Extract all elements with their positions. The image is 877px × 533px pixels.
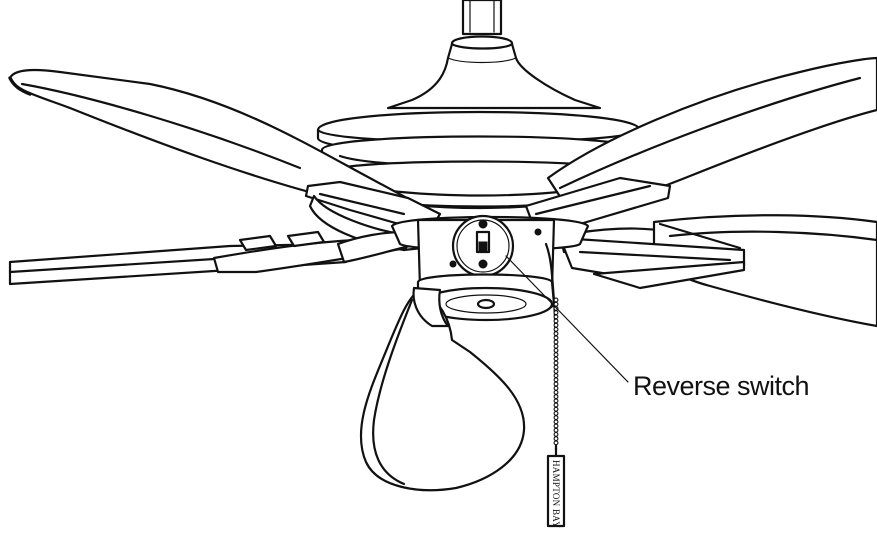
- chain-bead: [553, 427, 559, 433]
- reverse-switch: [475, 230, 491, 254]
- downrod: [461, 0, 503, 36]
- chain-bead: [553, 368, 559, 374]
- chain-bead: [553, 419, 559, 425]
- chain-bead: [553, 318, 559, 324]
- motor-housing-top: [386, 35, 602, 110]
- chain-bead: [553, 398, 559, 404]
- chain-bead: [553, 297, 559, 303]
- chain-bead: [553, 415, 559, 421]
- chain-bead: [553, 364, 559, 370]
- light-kit-cap: [416, 273, 556, 332]
- chain-bead: [553, 314, 559, 320]
- blade-iron-right: [558, 236, 746, 290]
- blade-iron-front: [412, 286, 450, 328]
- pull-chain-fob: HAMPTON BAY: [546, 446, 566, 528]
- chain-bead: [553, 343, 559, 349]
- chain-bead: [553, 339, 559, 345]
- chain-bead: [553, 431, 559, 437]
- fan-blade-front: [359, 288, 526, 492]
- chain-bead: [553, 377, 559, 383]
- pull-chain-beads: [553, 297, 559, 446]
- callout-leader-line: [505, 255, 629, 383]
- blade-iron-left: [212, 230, 412, 274]
- chain-bead: [553, 402, 559, 408]
- chain-bead: [553, 389, 559, 395]
- chain-bead: [553, 406, 559, 412]
- chain-bead: [553, 381, 559, 387]
- chain-bead: [553, 436, 559, 442]
- chain-bead: [553, 352, 559, 358]
- chain-bead: [553, 310, 559, 316]
- chain-bead: [553, 440, 559, 446]
- chain-bead: [553, 360, 559, 366]
- reverse-switch-callout-label: Reverse switch: [633, 371, 810, 401]
- fob-brand-text: HAMPTON BAY: [551, 460, 561, 528]
- chain-bead: [553, 385, 559, 391]
- chain-bead: [553, 373, 559, 379]
- chain-bead: [553, 331, 559, 337]
- chain-bead: [553, 356, 559, 362]
- chain-bead: [553, 322, 559, 328]
- chain-bead: [553, 394, 559, 400]
- chain-bead: [553, 326, 559, 332]
- chain-bead: [553, 347, 559, 353]
- chain-bead: [553, 423, 559, 429]
- chain-bead: [553, 410, 559, 416]
- chain-bead: [553, 335, 559, 341]
